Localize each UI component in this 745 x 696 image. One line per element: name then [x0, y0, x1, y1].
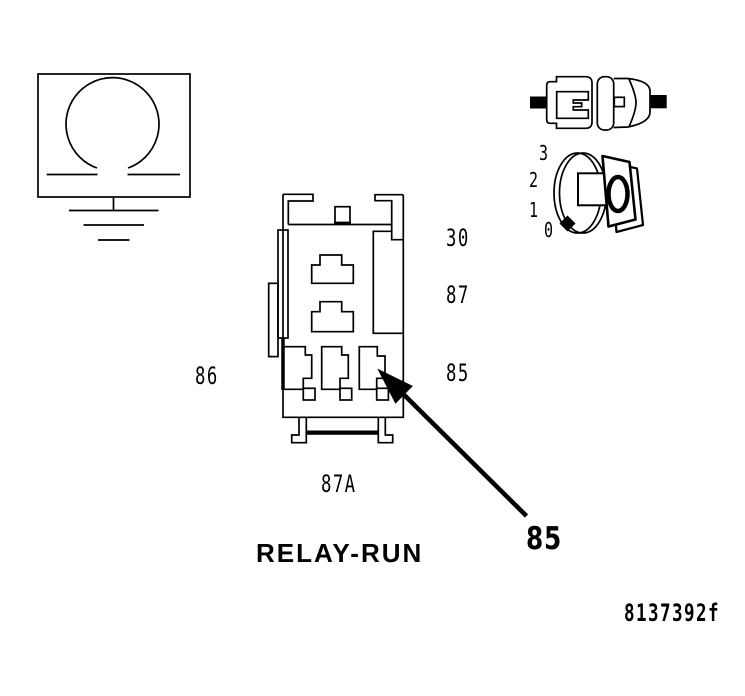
relay-tab-left — [283, 193, 314, 225]
relay-terminal-85-foot — [375, 387, 390, 401]
relay-center-key-slot — [334, 205, 351, 225]
connector-seam — [628, 78, 637, 128]
relay-slot-30 — [310, 300, 355, 333]
relay-terminal-86-foot — [302, 387, 316, 401]
ignition-position-0: 0 — [544, 218, 554, 242]
relay-socket-diagram — [267, 193, 405, 444]
pin-label-87a: 87A — [321, 470, 357, 498]
ignition-switch-icon — [553, 152, 645, 234]
ohmmeter-box — [37, 73, 191, 198]
arrow-head — [377, 368, 413, 404]
relay-outline — [282, 194, 405, 419]
relay-terminal-87a-foot — [339, 387, 353, 401]
key-hole — [606, 174, 630, 214]
connector-terminal-profile — [555, 90, 590, 120]
ignition-position-1: 1 — [529, 198, 539, 222]
relay-terminal-87a — [320, 345, 350, 391]
relay-left-tab — [267, 282, 279, 358]
relay-slot-87 — [310, 254, 355, 285]
relay-leg-left — [290, 417, 308, 444]
relay-title: RELAY-RUN — [256, 538, 424, 568]
connector-collar — [596, 75, 615, 131]
ignition-position-2: 2 — [529, 168, 539, 192]
relay-base-bar — [306, 430, 379, 435]
ohmmeter-symbol — [37, 73, 191, 198]
pin-label-87: 87 — [446, 281, 470, 309]
ground-icon — [69, 197, 159, 241]
connector-left-body — [545, 75, 593, 130]
figure-code: 8137392f — [624, 599, 721, 627]
relay-leg-right — [377, 417, 394, 444]
pin-label-30: 30 — [446, 224, 470, 252]
inline-connector-icon — [530, 75, 667, 131]
connector-wire-right — [650, 95, 667, 109]
relay-terminal-85 — [358, 345, 386, 391]
connector-slot — [613, 96, 626, 108]
relay-right-cavity — [372, 230, 404, 335]
pin-label-86: 86 — [195, 362, 219, 390]
callout-arrow-icon — [377, 368, 529, 518]
pin-label-85: 85 — [446, 359, 470, 387]
arrow-shaft — [402, 393, 529, 518]
position-marker-diamond — [559, 215, 576, 232]
relay-terminal-86 — [283, 345, 313, 391]
callout-label-85: 85 — [526, 521, 563, 557]
connector-wire-left — [530, 96, 547, 109]
omega-glyph — [65, 76, 160, 169]
ignition-position-3: 3 — [539, 141, 549, 165]
relay-tab-right — [374, 193, 404, 241]
